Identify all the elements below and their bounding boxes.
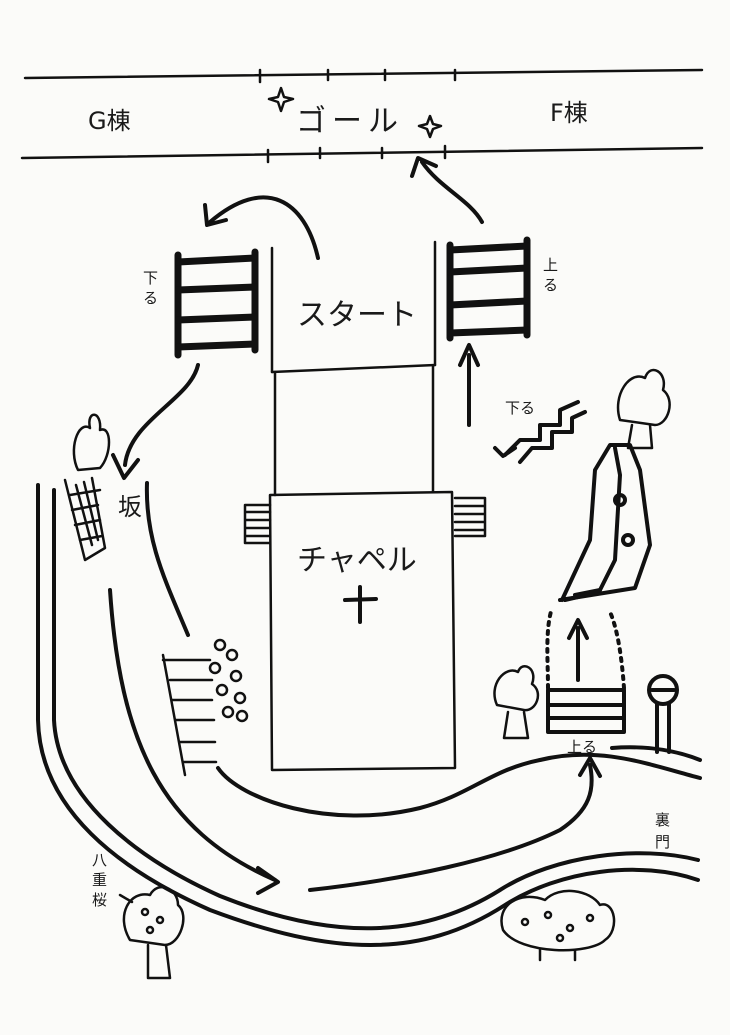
- up-right-label: 上る: [543, 256, 558, 294]
- goal-label: ゴール: [296, 104, 404, 139]
- zigzag-steps-2: [518, 410, 587, 464]
- chapel-label: チャペル: [297, 543, 417, 578]
- road-edge: [538, 752, 702, 780]
- arrow-icon: [111, 453, 140, 480]
- sparkle-icon: [267, 86, 295, 113]
- start-building: [270, 240, 437, 374]
- arrow-icon: [493, 446, 517, 458]
- dotted-path: [545, 606, 626, 690]
- arrow-icon: [567, 618, 589, 640]
- sakura-tree-icon: [122, 885, 185, 980]
- arrow-icon: [410, 156, 438, 178]
- tree-icon: [493, 665, 540, 740]
- route-arrow-left: [208, 195, 320, 260]
- walkway: [273, 364, 435, 497]
- route-line: [144, 481, 190, 637]
- zigzag-steps: [503, 400, 580, 457]
- route-arrow-right: [420, 160, 484, 224]
- building-g-label: G棟: [88, 107, 131, 135]
- back-gate-label: 裏門: [655, 811, 670, 851]
- down-left-label: 下る: [143, 269, 158, 307]
- slope-label: 坂: [118, 493, 142, 521]
- arrow-icon: [458, 343, 480, 367]
- road-edge-2: [610, 745, 702, 762]
- building-corridor: [20, 68, 704, 164]
- leader-line: [118, 893, 134, 904]
- gate-stairs: [546, 688, 626, 734]
- stop-sign-icon: [647, 674, 679, 754]
- up-bottom-label: 上る: [567, 738, 597, 756]
- building-f-label: F棟: [550, 99, 588, 127]
- route-line-chapel: [216, 758, 542, 818]
- arrow-icon: [203, 203, 228, 227]
- main-road: [36, 483, 700, 947]
- cross-icon: [343, 585, 378, 624]
- stairs-left: [174, 248, 259, 359]
- sparkle-icon: [417, 114, 443, 139]
- yae-sakura-label: 八重桜: [92, 851, 107, 909]
- route-arrow-down-left: [123, 363, 200, 467]
- tree-icon: [63, 413, 111, 562]
- stairs-right: [446, 236, 531, 342]
- down-zigzag-label: 下る: [505, 399, 535, 417]
- start-label: スタート: [297, 298, 417, 333]
- route-arrow-bottom: [308, 763, 594, 892]
- tree-icon: [616, 368, 671, 450]
- stairs-side-left: [161, 653, 218, 777]
- arrow-icon: [578, 756, 602, 778]
- route-arrow-inner-left: [108, 588, 277, 882]
- flower-bush: [208, 638, 249, 723]
- sakura-bush: [500, 889, 616, 962]
- arrow-icon: [256, 866, 280, 895]
- chapel-building: [243, 490, 487, 772]
- ladder-path: [558, 443, 652, 602]
